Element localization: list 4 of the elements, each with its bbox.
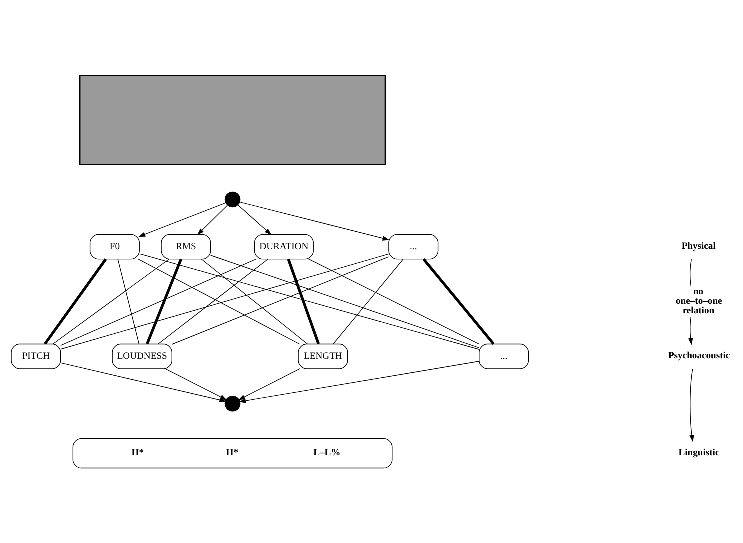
- node-text: Linguistic: [678, 446, 720, 458]
- node-text: Psychoacoustic: [668, 350, 730, 361]
- node-text: no one–to–one relation: [676, 286, 722, 316]
- node-text: Physical: [682, 240, 716, 252]
